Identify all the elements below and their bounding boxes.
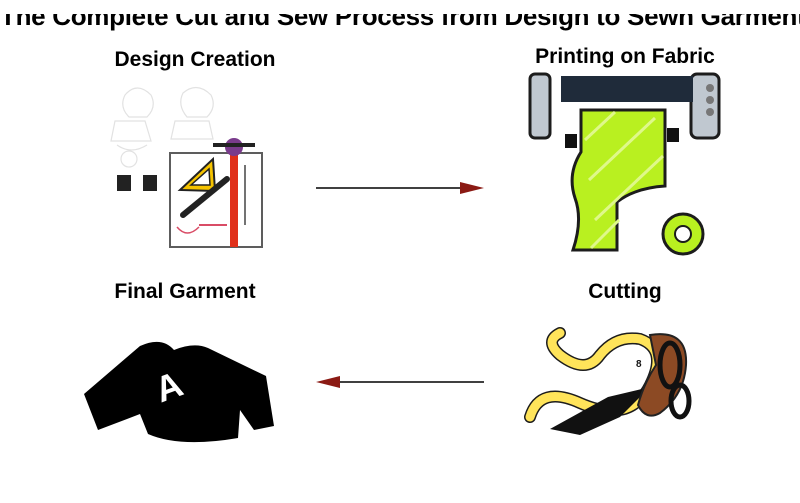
tape-number: 8 (636, 359, 642, 370)
scissors-tape-icon: 8 10 11 (524, 327, 692, 435)
drafting-board (169, 152, 263, 248)
design-creation-icon (110, 86, 263, 248)
printed-fabric (570, 108, 667, 252)
ruler-icon (230, 147, 238, 247)
arrowhead-left (316, 376, 340, 388)
sketch-shoe-left (117, 175, 131, 191)
step-label-final-garment: Final Garment (114, 280, 256, 303)
scissors-blade (550, 387, 650, 435)
arrowhead-right (460, 182, 484, 194)
sketch-shoe-right (143, 175, 157, 191)
garment-shirt (84, 341, 274, 443)
diagram-title: The Complete Cut and Sew Process from De… (0, 14, 800, 31)
printer-head (561, 76, 693, 102)
step-label-cutting: Cutting (588, 280, 662, 303)
fabric-printer-icon (528, 72, 721, 256)
printer-side-left (528, 72, 552, 140)
step-label-printing: Printing on Fabric (535, 45, 715, 68)
step-label-design: Design Creation (114, 48, 276, 71)
garment-icon: A (84, 341, 274, 443)
pen-icon (180, 176, 230, 218)
